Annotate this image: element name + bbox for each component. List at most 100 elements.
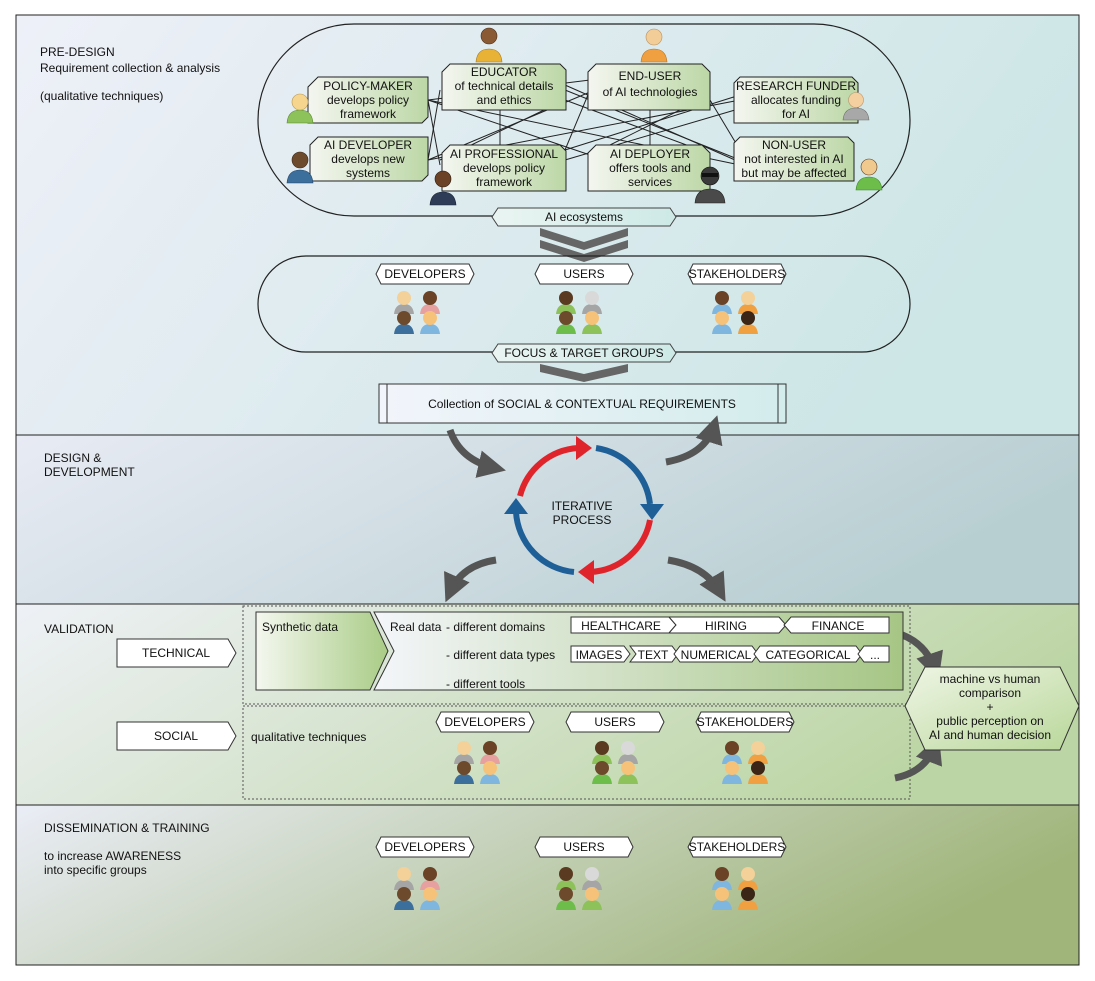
validation-stakeholders-tag: STAKEHOLDERS [695,711,795,733]
non-user-l3: but may be affected [741,166,846,180]
research-funder-l2: allocates funding [751,93,841,107]
social-dotted-box [242,705,911,800]
validation-developers-text: DEVELOPERS [444,715,525,729]
iterative-text-l2: PROCESS [553,513,612,527]
people-cluster-icon-users-dissemination [556,867,602,910]
ai-ecosystems-text: AI ecosystems [545,210,623,224]
ai-ecosystems-label: AI ecosystems [491,207,677,227]
comparison-l4: public perception on [936,714,1043,728]
technical-text: TECHNICAL [142,646,210,660]
person-icon-policy-maker [286,93,314,124]
different-tools-text: - different tools [446,677,525,691]
predesign-subtitle: Requirement collection & analysis [40,61,220,75]
real-data-text: Real data [390,620,442,634]
healthcare-text: HEALTHCARE [581,619,661,633]
focus-target-groups-text: FOCUS & TARGET GROUPS [504,346,663,360]
research-funder-l1: RESEARCH FUNDER [736,79,856,93]
ai-deployer-l3: services [628,175,672,189]
technical-dotted-box [242,605,911,705]
person-icon-end-user [640,28,668,63]
comparison-hexagon: machine vs human comparison + public per… [904,666,1080,751]
research-funder-l3: for AI [782,107,810,121]
focus-stakeholders-tag: STAKEHOLDERS [687,263,787,285]
different-domains-text: - different domains [446,620,545,634]
validation-title: VALIDATION [44,622,114,636]
technical-tag: TECHNICAL [116,638,237,668]
person-icon-ai-deployer [694,166,726,204]
educator-l3: and ethics [477,93,532,107]
policy-maker-l3: framework [340,107,397,121]
design-section [15,434,1080,605]
educator-l1: EDUCATOR [471,65,538,79]
iterative-cycle [513,445,653,575]
domain-tag-finance: FINANCE [783,616,890,634]
qualitative-techniques-text: qualitative techniques [251,730,366,744]
person-icon-research-funder [842,92,870,121]
finance-text: FINANCE [812,619,865,633]
predesign-title: PRE-DESIGN [40,45,115,59]
ai-developer-l3: systems [346,166,390,180]
people-cluster-icon-developers-focus [394,291,440,334]
dissemination-line2: into specific groups [44,863,147,877]
domain-tag-hiring: HIRING [667,616,787,634]
person-icon-non-user [855,158,883,191]
focus-target-groups-label: FOCUS & TARGET GROUPS [491,343,677,363]
iterative-text-l1: ITERATIVE [551,499,612,513]
people-cluster-icon-developers-dissemination [394,867,440,910]
synthetic-data-text: Synthetic data [262,620,338,634]
ai-deployer-l1: AI DEPLOYER [610,147,690,161]
images-text: IMAGES [576,648,623,662]
social-text: SOCIAL [154,729,198,743]
actor-ai-developer: AI DEVELOPER develops new systems [309,136,429,182]
dissemination-users-tag: USERS [534,836,634,858]
actor-policy-maker: POLICY-MAKER develops policy framework [307,76,429,124]
dissemination-title: DISSEMINATION & TRAINING [44,821,210,835]
type-tag-images: IMAGES [570,645,631,663]
comparison-l3: + [986,700,993,714]
more-types-text: ... [870,648,880,662]
ai-professional-l1: AI PROFESSIONAL [450,147,558,161]
people-cluster-icon-users-focus [556,291,602,334]
dissemination-developers-text: DEVELOPERS [384,840,465,854]
comparison-l1: machine vs human [940,672,1041,686]
synthetic-data-box: Synthetic data [255,611,389,691]
people-cluster-icon-stakeholders-dissemination [712,867,758,910]
ai-professional-l3: framework [476,175,533,189]
design-title-line2: DEVELOPMENT [44,465,135,479]
dissemination-developers-tag: DEVELOPERS [375,836,475,858]
non-user-l2: not interested in AI [744,152,843,166]
type-tag-categorical: CATEGORICAL [753,645,863,663]
numerical-text: NUMERICAL [681,648,752,662]
social-tag: SOCIAL [116,721,237,751]
categorical-text: CATEGORICAL [765,648,850,662]
domain-tag-healthcare: HEALTHCARE [570,616,677,634]
chevron-down-icon-1 [540,228,628,262]
actor-ai-professional: AI PROFESSIONAL develops policy framewor… [441,144,567,192]
end-user-l2: of AI technologies [603,85,698,99]
person-icon-ai-developer [286,151,314,184]
chevron-down-icon-2 [540,364,628,382]
ai-professional-l2: develops policy [463,161,545,175]
actor-end-user: END-USER of AI technologies [587,63,711,111]
focus-users-text: USERS [563,267,604,281]
requirements-text: Collection of SOCIAL & CONTEXTUAL REQUIR… [428,397,736,411]
hiring-text: HIRING [705,619,747,633]
educator-l2: of technical details [455,79,554,93]
predesign-note: (qualitative techniques) [40,89,163,103]
actor-non-user: NON-USER not interested in AI but may be… [733,136,855,182]
actor-educator: EDUCATOR of technical details and ethics [441,63,567,111]
dissemination-section [15,804,1080,966]
dissemination-users-text: USERS [563,840,604,854]
ai-developer-l2: develops new [331,152,405,166]
validation-stakeholders-text: STAKEHOLDERS [697,715,793,729]
dissemination-stakeholders-tag: STAKEHOLDERS [687,836,787,858]
design-title-line1: DESIGN & [44,451,101,465]
focus-stakeholders-text: STAKEHOLDERS [689,267,785,281]
non-user-l1: NON-USER [762,138,826,152]
ai-developer-l1: AI DEVELOPER [324,138,412,152]
type-tag-numerical: NUMERICAL [673,645,759,663]
policy-maker-l1: POLICY-MAKER [323,79,413,93]
requirements-box: Collection of SOCIAL & CONTEXTUAL REQUIR… [378,383,787,424]
type-tag-more: ... [857,645,890,663]
type-tag-text: TEXT [629,645,679,663]
